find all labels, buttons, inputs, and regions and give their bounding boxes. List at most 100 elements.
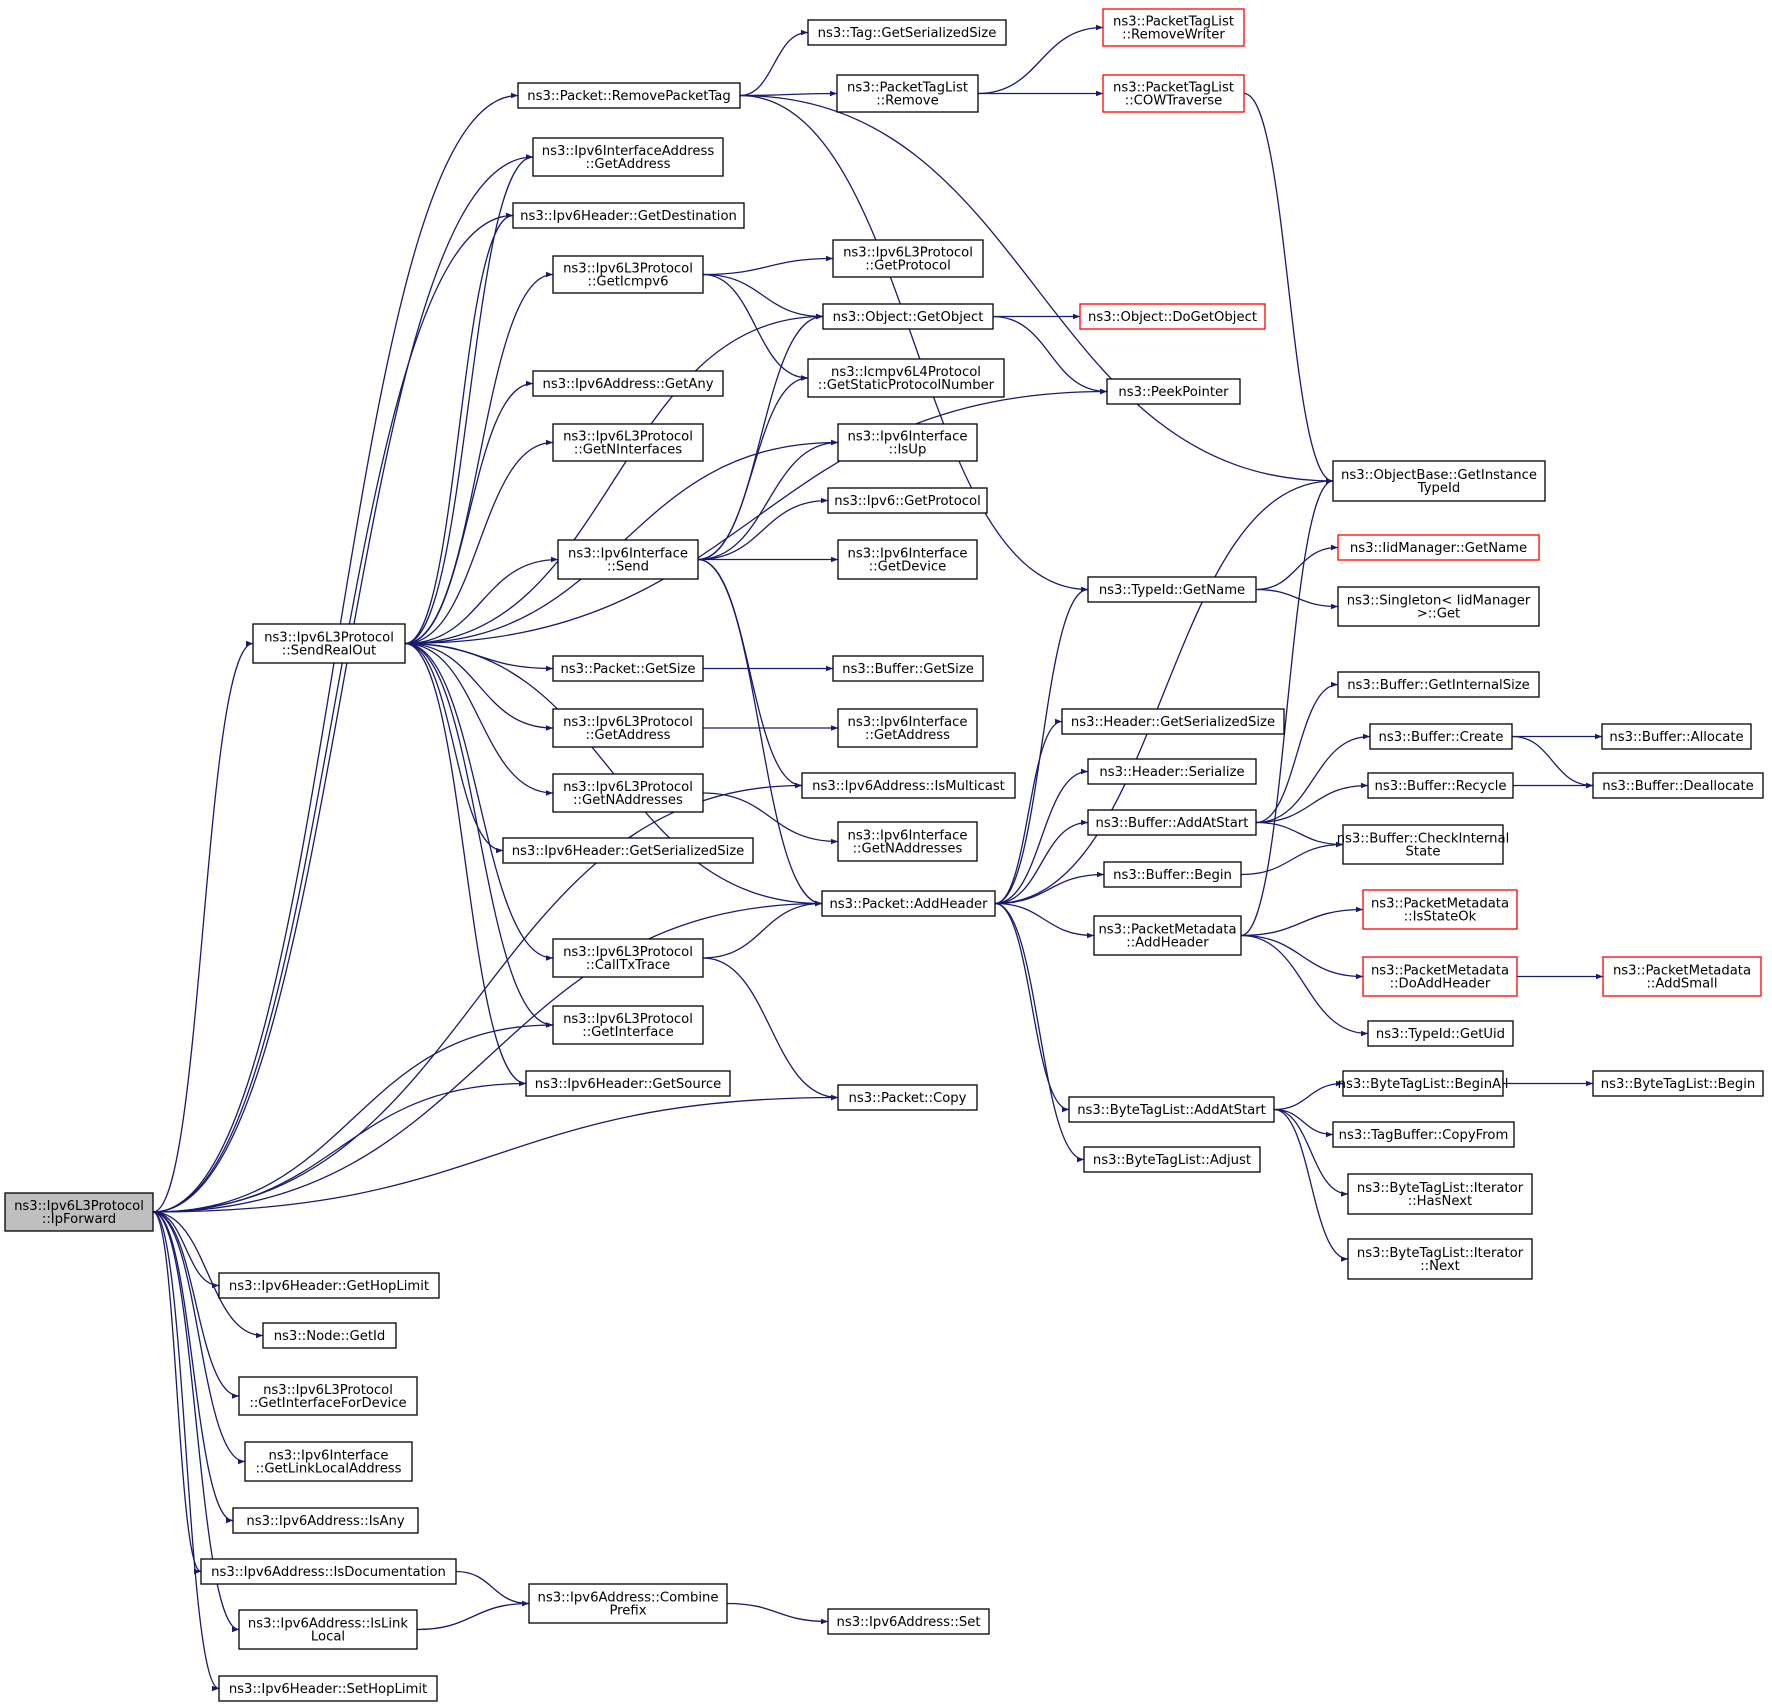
node-box-buffer_deallocate[interactable] bbox=[1592, 772, 1764, 799]
node-btl_beginall[interactable]: ns3::ByteTagList::BeginAll bbox=[1338, 1070, 1509, 1097]
node-btl_begin[interactable]: ns3::ByteTagList::Begin bbox=[1592, 1070, 1764, 1097]
node-pm_addsmall[interactable]: ns3::PacketMetadata::AddSmall bbox=[1602, 956, 1762, 997]
node-peekpointer[interactable]: ns3::PeekPointer bbox=[1106, 378, 1241, 405]
node-header_serialize[interactable]: ns3::Header::Serialize bbox=[1087, 758, 1257, 785]
node-box-l3_sendrealout[interactable] bbox=[252, 623, 406, 664]
node-ptl_cowtraverse[interactable]: ns3::PacketTagList::COWTraverse bbox=[1102, 74, 1245, 113]
node-addr_getany[interactable]: ns3::Ipv6Address::GetAny bbox=[532, 370, 724, 397]
node-box-objectbase_getinstancetypeid[interactable] bbox=[1332, 460, 1546, 502]
node-l3_calltxtrace[interactable]: ns3::Ipv6L3Protocol::CallTxTrace bbox=[552, 938, 704, 978]
node-box-buffer_recycle[interactable] bbox=[1367, 772, 1514, 799]
node-box-buffer_begin[interactable] bbox=[1103, 861, 1242, 888]
node-box-iidmanager_getname[interactable] bbox=[1337, 534, 1540, 561]
node-header_getserializedsize[interactable]: ns3::Header::GetSerializedSize bbox=[1061, 708, 1285, 735]
node-box-iface_isup[interactable] bbox=[837, 423, 978, 462]
node-box-btl_iter_next[interactable] bbox=[1347, 1238, 1533, 1280]
node-box-l3_getinterface[interactable] bbox=[552, 1005, 704, 1045]
node-ipforward[interactable]: ns3::Ipv6L3Protocol::IpForward bbox=[4, 1192, 154, 1232]
node-addr_set[interactable]: ns3::Ipv6Address::Set bbox=[827, 1608, 990, 1635]
node-box-iface_send[interactable] bbox=[557, 539, 699, 580]
node-box-header_getserializedsize[interactable] bbox=[1061, 708, 1285, 735]
node-box-hdr_getdestination[interactable] bbox=[512, 202, 745, 229]
node-pm_addheader[interactable]: ns3::PacketMetadata::AddHeader bbox=[1093, 915, 1242, 956]
node-ptl_removewriter[interactable]: ns3::PacketTagList::RemoveWriter bbox=[1102, 8, 1245, 47]
node-l3_getinterfacefordevice[interactable]: ns3::Ipv6L3Protocol::GetInterfaceForDevi… bbox=[238, 1376, 418, 1416]
node-buffer_getsize[interactable]: ns3::Buffer::GetSize bbox=[832, 655, 984, 682]
node-ipv6_getprotocol[interactable]: ns3::Ipv6::GetProtocol bbox=[827, 487, 988, 514]
node-l3_getninterfaces[interactable]: ns3::Ipv6L3Protocol::GetNInterfaces bbox=[552, 423, 704, 462]
node-buffer_addatstart[interactable]: ns3::Buffer::AddAtStart bbox=[1087, 809, 1257, 836]
node-buffer_recycle[interactable]: ns3::Buffer::Recycle bbox=[1367, 772, 1514, 799]
node-box-typeid_getname[interactable] bbox=[1087, 576, 1257, 603]
node-node_getid[interactable]: ns3::Node::GetId bbox=[262, 1322, 397, 1349]
node-box-btl_addatstart[interactable] bbox=[1068, 1096, 1275, 1123]
node-tagbuffer_copyfrom[interactable]: ns3::TagBuffer::CopyFrom bbox=[1332, 1121, 1515, 1148]
node-box-packet_getsize[interactable] bbox=[552, 655, 704, 682]
node-buffer_getinternalsize[interactable]: ns3::Buffer::GetInternalSize bbox=[1337, 671, 1540, 698]
node-iface_send[interactable]: ns3::Ipv6Interface::Send bbox=[557, 539, 699, 580]
node-box-addr_set[interactable] bbox=[827, 1608, 990, 1635]
node-box-buffer_getinternalsize[interactable] bbox=[1337, 671, 1540, 698]
node-box-ptl_removewriter[interactable] bbox=[1102, 8, 1245, 47]
node-hdr_sethoplimit[interactable]: ns3::Ipv6Header::SetHopLimit bbox=[218, 1675, 438, 1702]
node-box-btl_beginall[interactable] bbox=[1342, 1070, 1504, 1097]
node-l3_getinterface[interactable]: ns3::Ipv6L3Protocol::GetInterface bbox=[552, 1005, 704, 1045]
node-iface_getnaddresses[interactable]: ns3::Ipv6Interface::GetNAddresses bbox=[837, 821, 978, 862]
node-pm_doaddheader[interactable]: ns3::PacketMetadata::DoAddHeader bbox=[1362, 956, 1518, 997]
node-box-buffer_addatstart[interactable] bbox=[1087, 809, 1257, 836]
node-box-l3_calltxtrace[interactable] bbox=[552, 938, 704, 978]
node-typeid_getuid[interactable]: ns3::TypeId::GetUid bbox=[1367, 1020, 1514, 1047]
node-box-hdr_getsource[interactable] bbox=[525, 1070, 731, 1097]
node-btl_iter_hasnext[interactable]: ns3::ByteTagList::Iterator::HasNext bbox=[1347, 1173, 1533, 1215]
node-singleton_get[interactable]: ns3::Singleton< IidManager>::Get bbox=[1337, 586, 1540, 627]
node-iface_getdevice[interactable]: ns3::Ipv6Interface::GetDevice bbox=[837, 539, 978, 580]
node-box-pm_addsmall[interactable] bbox=[1602, 956, 1762, 997]
node-packet_getsize[interactable]: ns3::Packet::GetSize bbox=[552, 655, 704, 682]
node-box-object_dogetobject[interactable] bbox=[1079, 303, 1266, 330]
node-box-ipv6_getprotocol[interactable] bbox=[827, 487, 988, 514]
node-box-addr_islinklocal[interactable] bbox=[238, 1609, 418, 1650]
node-box-iface_getaddress[interactable] bbox=[837, 708, 978, 748]
node-box-addr_combineprefix[interactable] bbox=[528, 1583, 728, 1624]
node-box-header_serialize[interactable] bbox=[1087, 758, 1257, 785]
node-packet_copy[interactable]: ns3::Packet::Copy bbox=[837, 1084, 978, 1111]
node-box-ifaceaddr_getaddress[interactable] bbox=[532, 137, 724, 177]
node-box-hdr_getserializedsize[interactable] bbox=[502, 837, 754, 864]
node-hdr_getserializedsize[interactable]: ns3::Ipv6Header::GetSerializedSize bbox=[502, 837, 754, 864]
node-box-node_getid[interactable] bbox=[262, 1322, 397, 1349]
node-box-addr_getany[interactable] bbox=[532, 370, 724, 397]
node-box-l3_getnaddresses[interactable] bbox=[552, 773, 704, 813]
node-iidmanager_getname[interactable]: ns3::IidManager::GetName bbox=[1337, 534, 1540, 561]
node-l3_getaddress[interactable]: ns3::Ipv6L3Protocol::GetAddress bbox=[552, 708, 704, 748]
node-box-hdr_sethoplimit[interactable] bbox=[218, 1675, 438, 1702]
node-buffer_deallocate[interactable]: ns3::Buffer::Deallocate bbox=[1592, 772, 1764, 799]
node-buffer_create[interactable]: ns3::Buffer::Create bbox=[1369, 723, 1513, 750]
node-box-ptl_remove[interactable] bbox=[836, 74, 979, 113]
node-btl_iter_next[interactable]: ns3::ByteTagList::Iterator::Next bbox=[1347, 1238, 1533, 1280]
node-tag_getserializedsize[interactable]: ns3::Tag::GetSerializedSize bbox=[807, 19, 1007, 46]
node-addr_isdocumentation[interactable]: ns3::Ipv6Address::IsDocumentation bbox=[200, 1558, 457, 1585]
node-object_dogetobject[interactable]: ns3::Object::DoGetObject bbox=[1079, 303, 1266, 330]
node-object_getobject[interactable]: ns3::Object::GetObject bbox=[822, 303, 994, 330]
node-box-buffer_checkinternalstate[interactable] bbox=[1342, 824, 1504, 865]
node-box-ptl_cowtraverse[interactable] bbox=[1102, 74, 1245, 113]
node-box-addr_isany[interactable] bbox=[232, 1507, 419, 1534]
node-iface_isup[interactable]: ns3::Ipv6Interface::IsUp bbox=[837, 423, 978, 462]
node-box-tag_getserializedsize[interactable] bbox=[807, 19, 1007, 46]
node-box-pm_isstateok[interactable] bbox=[1362, 889, 1518, 930]
node-ptl_remove[interactable]: ns3::PacketTagList::Remove bbox=[836, 74, 979, 113]
node-buffer_begin[interactable]: ns3::Buffer::Begin bbox=[1103, 861, 1242, 888]
node-addr_isany[interactable]: ns3::Ipv6Address::IsAny bbox=[232, 1507, 419, 1534]
node-box-hdr_gethoplimit[interactable] bbox=[218, 1272, 440, 1299]
node-box-packet_copy[interactable] bbox=[837, 1084, 978, 1111]
node-btl_adjust[interactable]: ns3::ByteTagList::Adjust bbox=[1083, 1146, 1261, 1173]
node-box-l3_getninterfaces[interactable] bbox=[552, 423, 704, 462]
node-removepackettag[interactable]: ns3::Packet::RemovePacketTag bbox=[517, 82, 741, 109]
node-box-buffer_getsize[interactable] bbox=[832, 655, 984, 682]
node-box-object_getobject[interactable] bbox=[822, 303, 994, 330]
node-iface_getlinklocaladdress[interactable]: ns3::Ipv6Interface::GetLinkLocalAddress bbox=[244, 1441, 413, 1482]
node-box-addr_isdocumentation[interactable] bbox=[200, 1558, 457, 1585]
node-box-buffer_allocate[interactable] bbox=[1601, 723, 1752, 750]
